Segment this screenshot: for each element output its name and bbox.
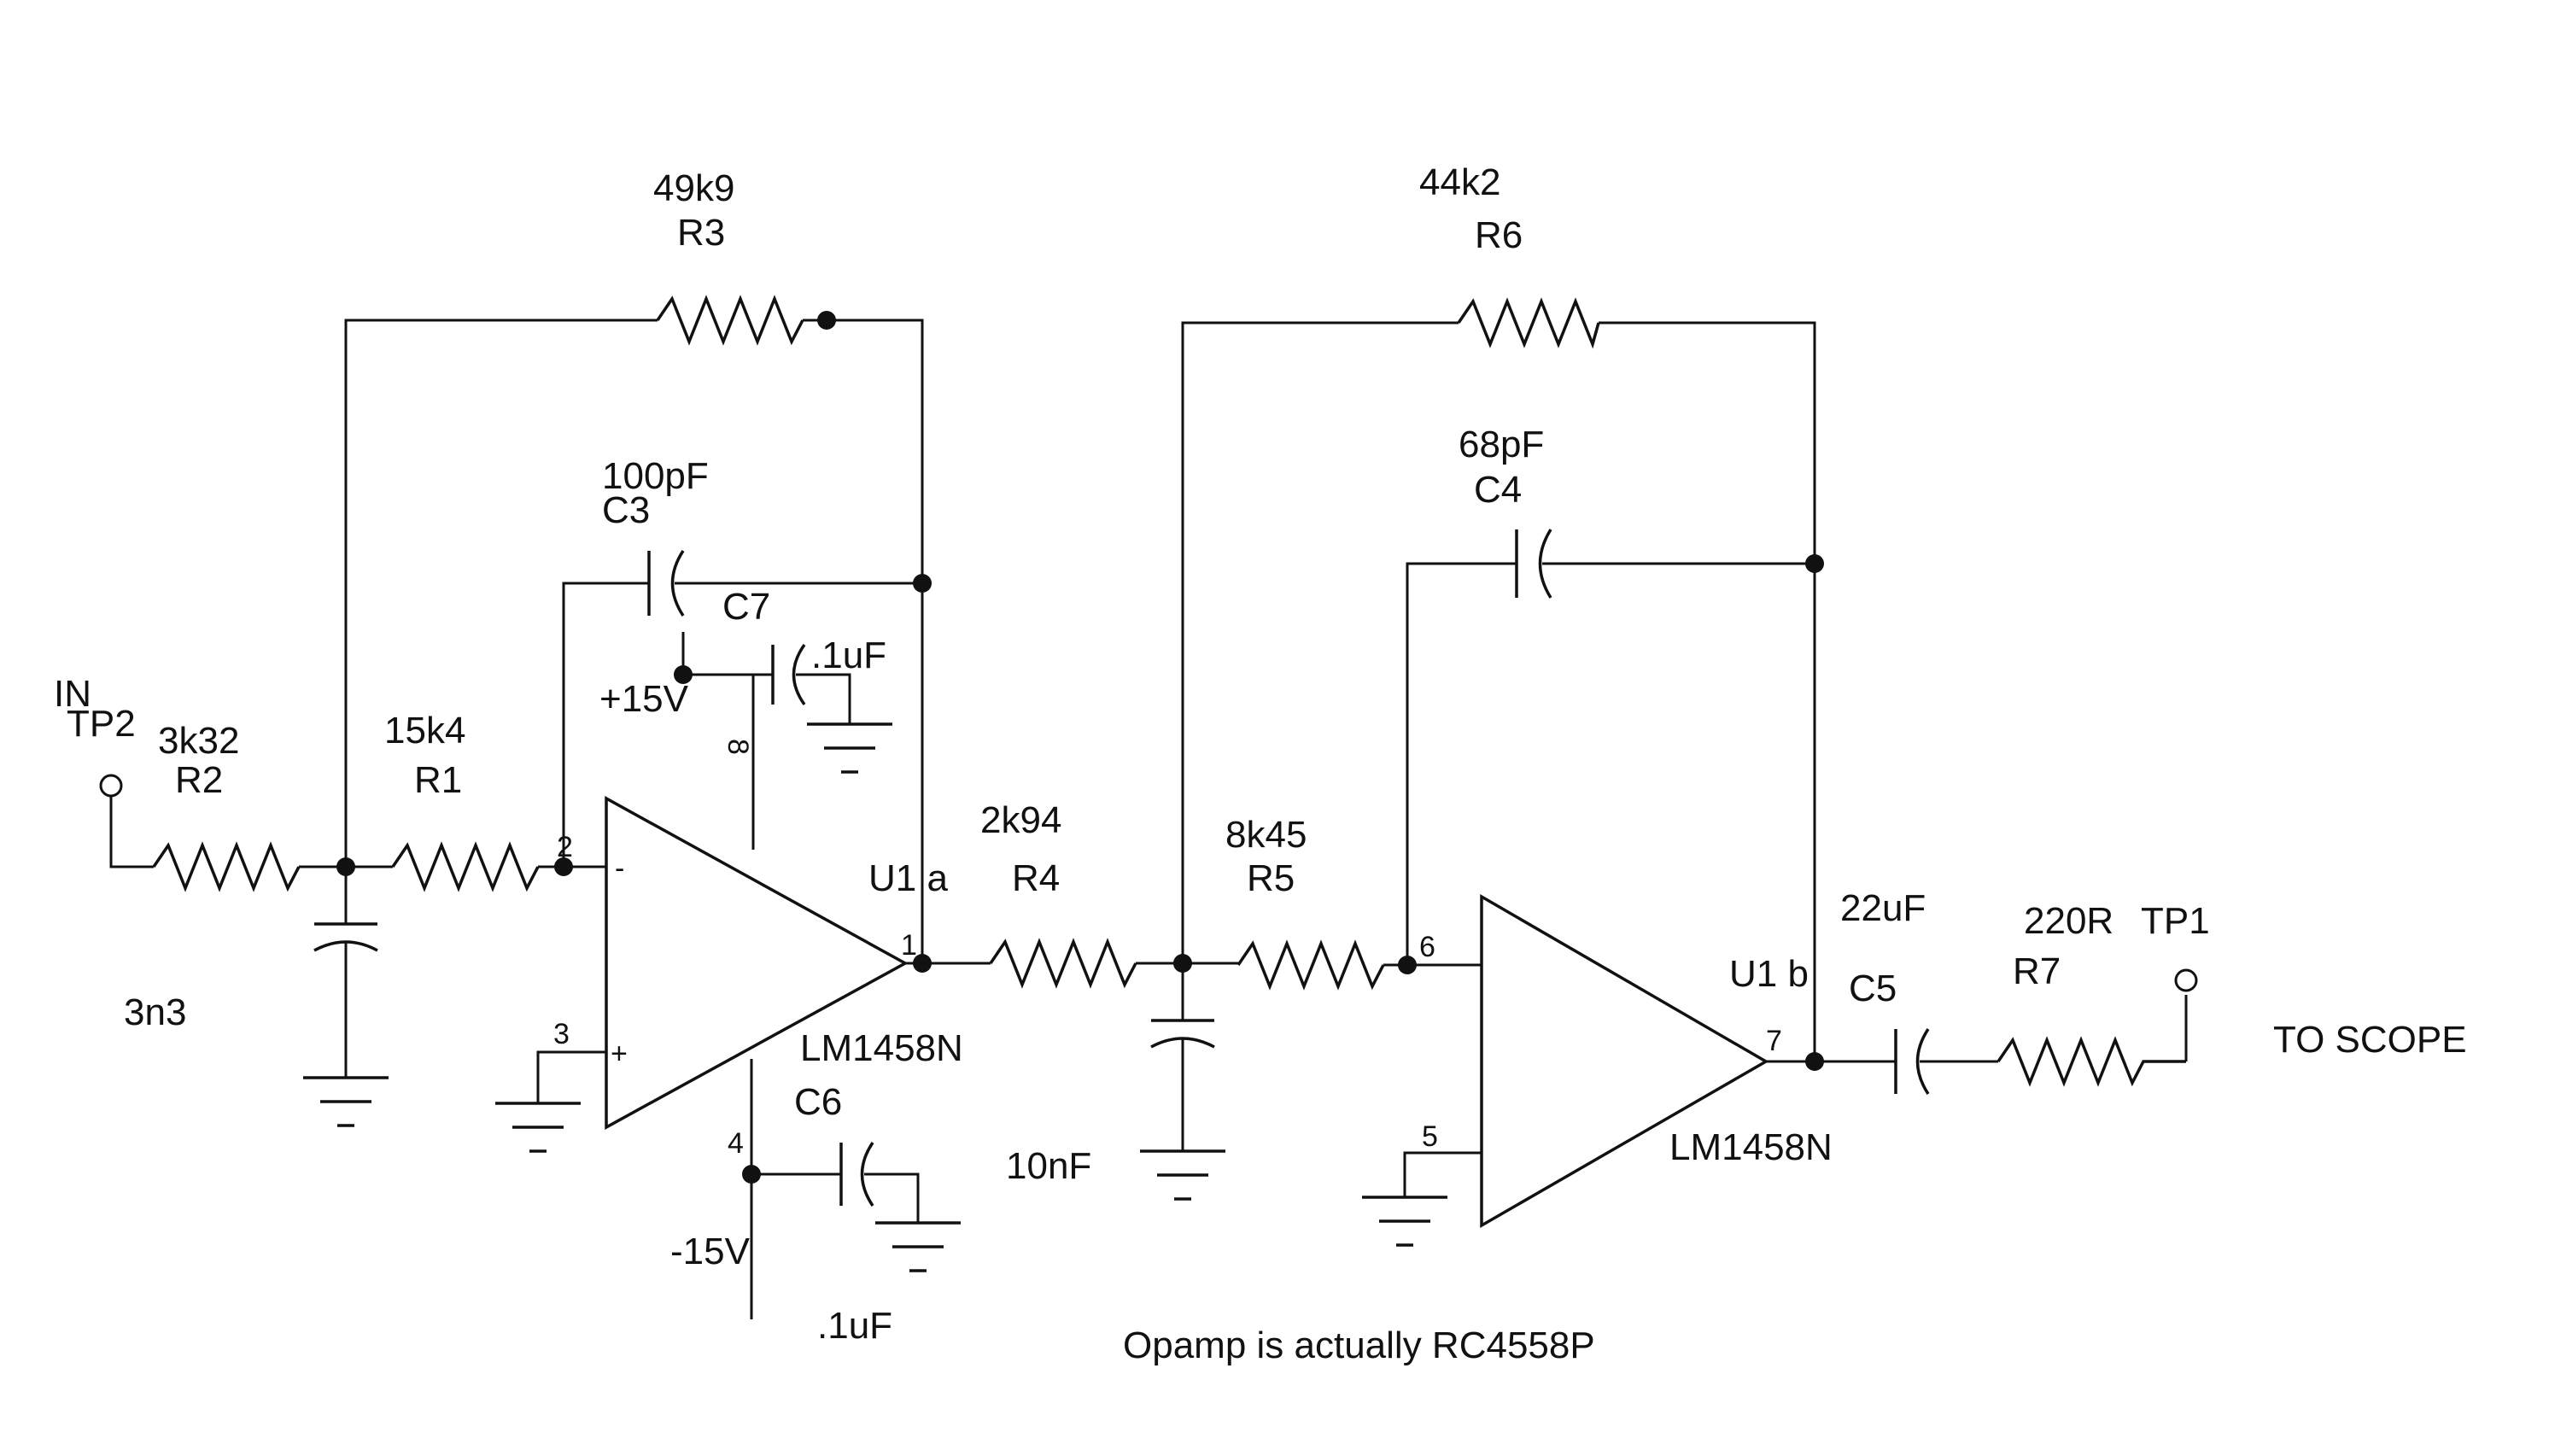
to-scope-label: TO SCOPE xyxy=(2273,1019,2467,1061)
pin-6: 6 xyxy=(1419,931,1435,963)
resistors xyxy=(152,295,2186,1087)
opamp-u1a xyxy=(605,796,909,1130)
r6-value: 44k2 xyxy=(1419,161,1500,203)
u1a-plus-sign: + xyxy=(611,1038,628,1070)
resistor-r3 xyxy=(656,295,804,346)
capacitor-c5 xyxy=(1894,1028,1930,1095)
pin-1: 1 xyxy=(901,929,917,962)
r4-value: 2k94 xyxy=(980,799,1061,841)
r5-value: 8k45 xyxy=(1225,814,1307,856)
r5-ref: R5 xyxy=(1247,857,1295,899)
pin-4: 4 xyxy=(728,1127,744,1160)
capacitor-c7 xyxy=(771,643,806,706)
tp2-label: TP2 xyxy=(67,703,136,745)
ground-symbol-c6 xyxy=(875,1221,961,1272)
r7-value: 220R xyxy=(2024,900,2113,942)
r2-value: 3k32 xyxy=(158,720,239,762)
resistor-r4 xyxy=(989,938,1137,989)
pin-2: 2 xyxy=(557,831,573,863)
c5-value: 22uF xyxy=(1840,887,1926,929)
pin-3: 3 xyxy=(553,1018,570,1050)
u1b-ref: U1 b xyxy=(1729,953,1809,995)
capacitor-c3 xyxy=(647,550,685,617)
junctions xyxy=(336,311,1824,1184)
wires xyxy=(109,319,2188,1319)
r1-ref: R1 xyxy=(414,759,462,801)
capacitor-c4 xyxy=(1515,529,1552,599)
c5-ref: C5 xyxy=(1849,968,1897,1009)
opamp-u1b xyxy=(1480,893,1769,1229)
capacitors xyxy=(313,529,1930,1207)
r4-ref: R4 xyxy=(1012,857,1060,899)
r2-ref: R2 xyxy=(175,759,223,801)
capacitor-10nf xyxy=(1150,1019,1215,1049)
c3-ref: C3 xyxy=(602,489,650,531)
cin-value: 3n3 xyxy=(124,991,186,1033)
ground-symbol-pin5 xyxy=(1362,1196,1447,1247)
resistor-r7 xyxy=(1997,1036,2186,1087)
c4-value: 68pF xyxy=(1459,424,1544,465)
test-point-tp1 xyxy=(2174,968,2198,992)
r7-ref: R7 xyxy=(2013,950,2061,992)
capacitor-3n3 xyxy=(313,922,378,952)
u1a-part: LM1458N xyxy=(800,1027,963,1069)
pin-8: 8 xyxy=(722,739,754,755)
c7-value: .1uF xyxy=(811,634,886,676)
pin-labels: 1 2 3 4 8 5 6 7 - + xyxy=(553,739,1782,1160)
ground-symbol-10nf xyxy=(1140,1149,1225,1201)
note-text: Opamp is actually RC4558P xyxy=(1123,1324,1595,1366)
ground-symbol-pin3 xyxy=(495,1102,581,1153)
u1a-minus-sign: - xyxy=(615,852,624,885)
capacitor-c6 xyxy=(839,1142,874,1207)
c7-ref: C7 xyxy=(722,586,770,628)
u1a-ref: U1 a xyxy=(868,857,948,899)
test-point-tp2 xyxy=(99,774,123,798)
cmid-value: 10nF xyxy=(1006,1145,1091,1187)
vminus-label: -15V xyxy=(670,1231,751,1272)
c6-value: .1uF xyxy=(817,1305,892,1347)
tp1-label: TP1 xyxy=(2141,900,2210,942)
component-labels: 49k9 R3 44k2 R6 100pF C3 68pF C4 C7 .1uF… xyxy=(54,161,2467,1366)
resistor-r5 xyxy=(1236,939,1385,991)
vplus-label: +15V xyxy=(599,678,689,720)
c6-ref: C6 xyxy=(794,1081,842,1123)
c4-ref: C4 xyxy=(1474,469,1522,511)
r3-ref: R3 xyxy=(677,212,725,254)
ground-symbol-c7 xyxy=(807,722,892,774)
resistor-r1 xyxy=(391,841,540,892)
ground-symbol-3n3 xyxy=(303,1076,389,1127)
r1-value: 15k4 xyxy=(384,710,465,751)
pin-5: 5 xyxy=(1422,1120,1438,1153)
resistor-r2 xyxy=(152,841,301,892)
r3-value: 49k9 xyxy=(653,167,734,209)
c3-value: 100pF xyxy=(602,455,709,497)
ground-symbols xyxy=(303,722,1447,1272)
pin-7: 7 xyxy=(1766,1025,1782,1057)
in-label: IN xyxy=(54,673,91,715)
r6-ref: R6 xyxy=(1475,214,1523,256)
resistor-r6 xyxy=(1457,297,1600,349)
u1b-part: LM1458N xyxy=(1669,1126,1833,1168)
